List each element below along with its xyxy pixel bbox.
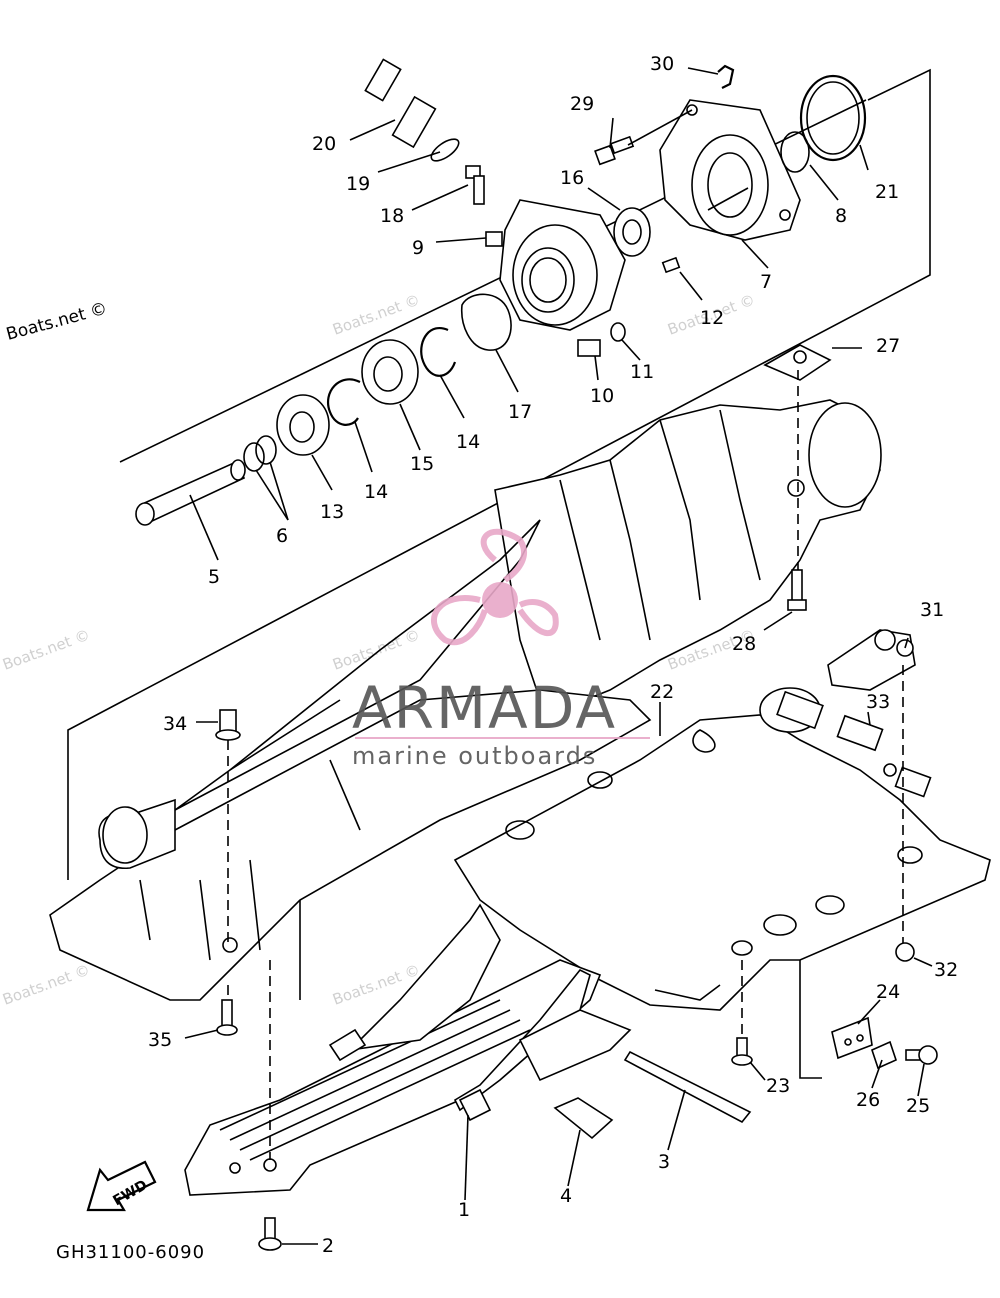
callout-8: 8 [835,205,847,227]
sensor-31-33 [759,629,932,798]
callout-9: 9 [412,237,424,259]
callout-18: 18 [380,205,404,227]
callout-16: 16 [560,167,584,189]
grease-fitting [364,58,485,205]
bolt-35 [216,999,238,1036]
callout-11: 11 [630,361,654,383]
callout-20: 20 [312,133,336,155]
strip-3 [623,1050,752,1124]
callout-24: 24 [876,981,900,1003]
intake-grate [184,903,632,1196]
bearing-13 [276,394,330,456]
callout-1: 1 [458,1199,470,1221]
bearing-16 [613,207,651,257]
part-code: GH31100-6090 [56,1242,205,1263]
callout-27: 27 [876,335,900,357]
callout-2: 2 [322,1235,334,1257]
armada-logo: ARMADA marine outboards [352,528,650,770]
bearing-15 [361,339,419,405]
bolt-32 [895,942,915,962]
callout-labels: 30 29 20 19 18 9 16 21 8 7 12 27 11 10 1… [148,53,958,1257]
callout-15: 15 [410,453,434,475]
callout-3: 3 [658,1151,670,1173]
callout-29: 29 [570,93,594,115]
propeller-icon [431,528,559,646]
brand-name: ARMADA [352,674,617,742]
bearing-housing [485,199,626,331]
watermark-site: Boats.net © [330,291,422,339]
bolt-10 [577,339,601,357]
circlip-14b [327,378,361,426]
pin-12 [661,256,681,274]
bolt-29 [594,135,635,166]
callout-25: 25 [906,1095,930,1117]
circlip-14 [420,327,457,377]
callout-28: 28 [732,633,756,655]
washer-11 [610,322,626,342]
callout-32: 32 [934,959,958,981]
pump-body [494,399,882,711]
callout-7: 7 [760,271,772,293]
callout-19: 19 [346,173,370,195]
fwd-label: FWD [110,1177,150,1209]
callout-10: 10 [590,385,614,407]
callout-17: 17 [508,401,532,423]
washer-6 [255,435,277,465]
callout-14b: 14 [364,481,388,503]
callout-26: 26 [856,1089,880,1111]
callout-23: 23 [766,1075,790,1097]
washer-8 [780,131,810,173]
callout-4: 4 [560,1185,572,1207]
bolt-23 [731,1037,753,1066]
callout-22: 22 [650,681,674,703]
watermark-site: Boats.net © [330,626,422,674]
watermark-site: Boats.net © [0,961,92,1009]
impeller-housing [659,99,801,241]
hull-body [49,519,652,1001]
block-24 [831,1016,873,1060]
callout-30: 30 [650,53,674,75]
plate-26 [871,1040,897,1070]
callout-5: 5 [208,566,220,588]
block-4 [553,1097,614,1140]
callout-33: 33 [866,691,890,713]
callout-14a: 14 [456,431,480,453]
drive-shaft-5 [135,459,246,526]
collar-17 [461,293,512,351]
callout-34: 34 [163,713,187,735]
leader-lines [184,67,933,1245]
bolt-28 [787,569,807,611]
clip-30 [717,64,735,89]
bolt-34 [215,709,241,741]
fwd-arrow: FWD [86,1160,157,1212]
watermark-site-main: Boats.net © [4,299,109,345]
callout-13: 13 [320,501,344,523]
callout-35: 35 [148,1029,172,1051]
callout-21: 21 [875,181,899,203]
bolt-2 [258,1217,282,1251]
callout-12: 12 [700,307,724,329]
callout-31: 31 [920,599,944,621]
o-ring-21 [799,74,867,162]
callout-6: 6 [276,525,288,547]
brand-tagline: marine outboards [352,742,597,770]
watermark-site: Boats.net © [0,626,92,674]
bolt-25 [905,1045,938,1065]
